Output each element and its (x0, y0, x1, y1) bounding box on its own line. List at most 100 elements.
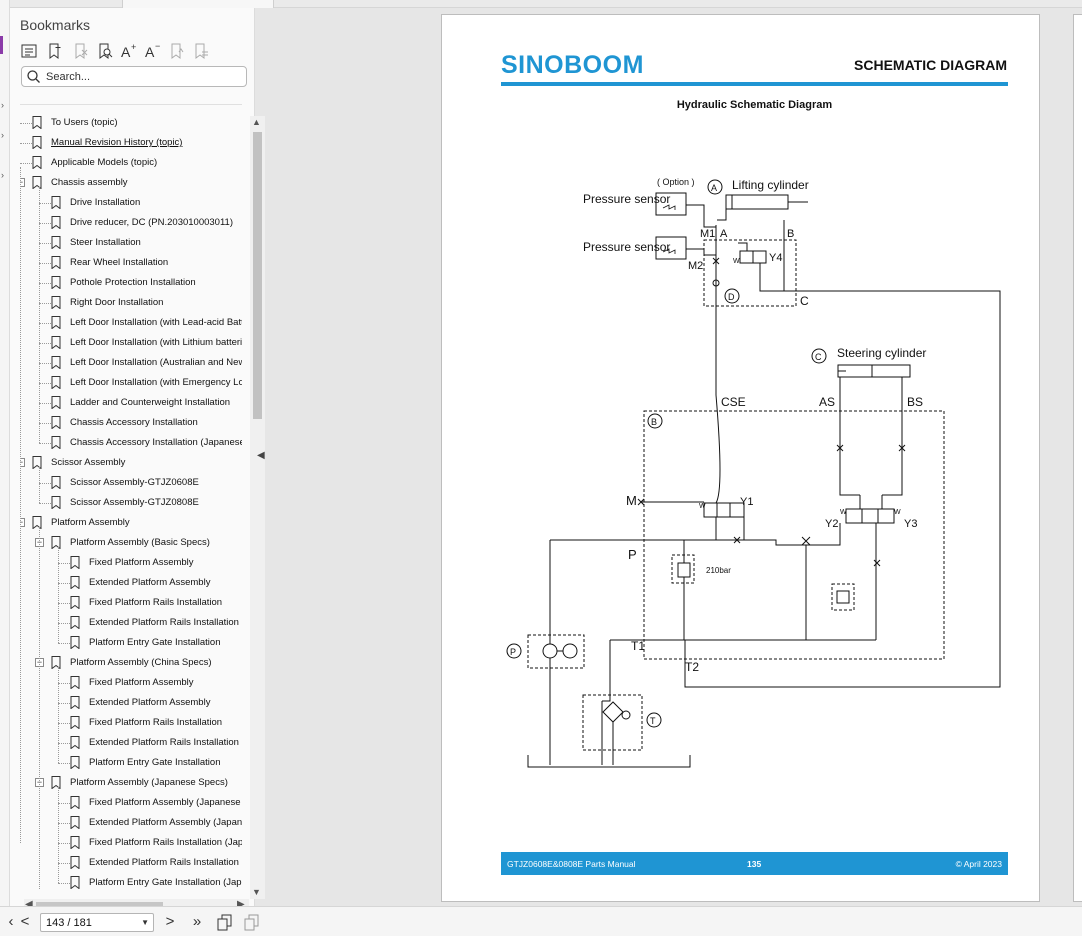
bookmark-item[interactable]: Left Door Installation (with Emergency L… (20, 373, 242, 393)
panel-arrow-icon[interactable]: › (1, 100, 4, 110)
bookmarks-toolbar: A+ A− (20, 41, 250, 64)
bookmark-item[interactable]: To Users (topic) (20, 113, 242, 133)
bookmark-item[interactable]: Fixed Platform Rails Installation (20, 593, 242, 613)
bookmark-item[interactable]: Right Door Installation (20, 293, 242, 313)
bookmark-item[interactable]: Ladder and Counterweight Installation (20, 393, 242, 413)
bookmark-item[interactable]: Fixed Platform Assembly (20, 673, 242, 693)
bookmark-icon (32, 136, 42, 149)
expand-current-icon[interactable] (168, 42, 186, 60)
bookmark-item[interactable]: Chassis Accessory Installation (20, 413, 242, 433)
first-page-icon[interactable]: ‹ (8, 913, 14, 930)
bookmark-icon (51, 356, 61, 369)
bookmark-item[interactable]: Extended Platform Assembly (20, 693, 242, 713)
bookmark-item[interactable]: Left Door Installation (with Lead-acid B… (20, 313, 242, 333)
bookmark-label: Fixed Platform Assembly (89, 557, 194, 568)
bookmark-item[interactable]: Scissor Assembly-GTJZ0608E (20, 473, 242, 493)
line (805, 523, 877, 640)
bookmark-item[interactable]: −Platform Assembly (China Specs) (20, 653, 242, 673)
panel-arrow-icon[interactable]: › (1, 170, 4, 180)
scrollbar-thumb[interactable] (253, 132, 262, 419)
collapse-panel-icon[interactable]: ◀ (257, 450, 265, 461)
bookmark-item[interactable]: Extended Platform Rails Installation (20, 853, 242, 873)
bookmark-item[interactable]: Platform Entry Gate Installation (20, 753, 242, 773)
page-selector[interactable]: 143 / 181 ▼ (40, 913, 154, 932)
port-label: C (800, 294, 809, 308)
motor-symbol (562, 643, 578, 659)
bookmark-item[interactable]: Fixed Platform Rails Installation (20, 713, 242, 733)
tree-connector (20, 163, 32, 164)
bookmark-options-icon[interactable] (192, 42, 210, 60)
collapse-toggle-icon[interactable]: − (20, 518, 25, 527)
bookmark-item[interactable]: Fixed Platform Rails Installation (Japan… (20, 833, 242, 853)
bookmark-item[interactable]: −Platform Assembly (Basic Specs) (20, 533, 242, 553)
bookmark-item[interactable]: −Scissor Assembly (20, 453, 242, 473)
bookmark-item[interactable]: Drive reducer, DC (PN.203010003011) (20, 213, 242, 233)
bookmark-item[interactable]: Steer Installation (20, 233, 242, 253)
bookmark-item[interactable]: Platform Entry Gate Installation (20, 633, 242, 653)
line (839, 377, 860, 496)
bookmark-item[interactable]: Rear Wheel Installation (20, 253, 242, 273)
bookmark-item[interactable]: Chassis Accessory Installation (Japanese… (20, 433, 242, 453)
bookmark-item[interactable]: Pothole Protection Installation (20, 273, 242, 293)
bookmarks-panel-indicator[interactable] (0, 36, 3, 54)
scroll-right-icon[interactable]: ▶ (237, 899, 245, 910)
scroll-down-icon[interactable]: ▼ (252, 887, 261, 897)
bookmark-search-input[interactable] (46, 69, 242, 84)
bookmark-item[interactable]: Fixed Platform Assembly (20, 553, 242, 573)
two-page-view-icon[interactable] (243, 913, 261, 931)
return-line-C (684, 290, 1001, 688)
bookmark-item[interactable]: Fixed Platform Assembly (Japanese Specs) (20, 793, 242, 813)
bookmark-item[interactable]: −Chassis assembly (20, 173, 242, 193)
bookmark-item[interactable]: Platform Entry Gate Installation (Japane… (20, 873, 242, 889)
bookmark-icon (51, 316, 61, 329)
last-page-icon[interactable]: » (192, 913, 202, 930)
bookmark-label: Fixed Platform Rails Installation (Japan… (89, 837, 242, 848)
orifice (712, 257, 720, 265)
bookmark-item[interactable]: Extended Platform Assembly (Japanese Spe… (20, 813, 242, 833)
bookmark-item[interactable]: Left Door Installation (with Lithium bat… (20, 333, 242, 353)
bookmark-item[interactable]: −Platform Assembly (20, 513, 242, 533)
bookmark-item[interactable]: Extended Platform Rails Installation (20, 613, 242, 633)
text-smaller-icon[interactable]: A− (144, 41, 162, 60)
solenoid-label: Y1 (740, 496, 753, 508)
bookmark-label: Chassis Accessory Installation (Japanese… (70, 437, 242, 448)
document-tab[interactable] (122, 0, 274, 8)
panel-arrow-icon[interactable]: › (1, 130, 4, 140)
bookmark-item[interactable]: Drive Installation (20, 193, 242, 213)
expand-collapse-icon[interactable] (20, 42, 38, 60)
solenoid-label: Y4 (769, 252, 782, 264)
text-larger-icon[interactable]: A+ (120, 42, 138, 60)
delete-bookmark-icon[interactable] (72, 42, 90, 60)
next-page-icon[interactable]: > (165, 913, 175, 930)
find-bookmark-icon[interactable] (96, 42, 114, 60)
bookmark-item[interactable]: Applicable Models (topic) (20, 153, 242, 173)
bookmark-item[interactable]: Scissor Assembly-GTJZ0808E (20, 493, 242, 513)
bookmark-label: Fixed Platform Assembly (Japanese Specs) (89, 797, 242, 808)
bookmark-item[interactable]: Manual Revision History (topic) (20, 133, 242, 153)
previous-page-icon[interactable]: < (20, 913, 30, 930)
bookmark-label: Fixed Platform Rails Installation (89, 717, 223, 728)
bookmark-label: Right Door Installation (70, 297, 164, 308)
collapse-toggle-icon[interactable]: − (20, 458, 25, 467)
scroll-up-icon[interactable]: ▲ (252, 117, 261, 127)
option-label: ( Option ) (657, 177, 695, 187)
bookmark-label: Platform Entry Gate Installation (Japane… (89, 877, 242, 888)
tree-vertical-scrollbar[interactable]: ▲ ▼ (250, 116, 265, 899)
new-bookmark-icon[interactable] (46, 42, 64, 60)
valve-Y2-Y3 (845, 508, 895, 524)
bookmark-item[interactable]: Extended Platform Assembly (20, 573, 242, 593)
single-page-view-icon[interactable] (216, 913, 234, 931)
reservoir (527, 755, 691, 768)
bookmark-label: Extended Platform Rails Installation (89, 617, 239, 628)
marker-label: C (815, 352, 822, 362)
tree-connector (39, 223, 51, 224)
circle-marker-A (707, 179, 723, 195)
port-label: M2 (688, 260, 703, 272)
collapse-toggle-icon[interactable]: − (20, 178, 25, 187)
bookmark-item[interactable]: −Platform Assembly (Japanese Specs) (20, 773, 242, 793)
tree-guide (20, 167, 21, 843)
bookmark-item[interactable]: Left Door Installation (Australian and N… (20, 353, 242, 373)
sensor-glyph (662, 248, 676, 254)
bookmark-item[interactable]: Extended Platform Rails Installation (20, 733, 242, 753)
scroll-left-icon[interactable]: ◀ (25, 899, 33, 910)
